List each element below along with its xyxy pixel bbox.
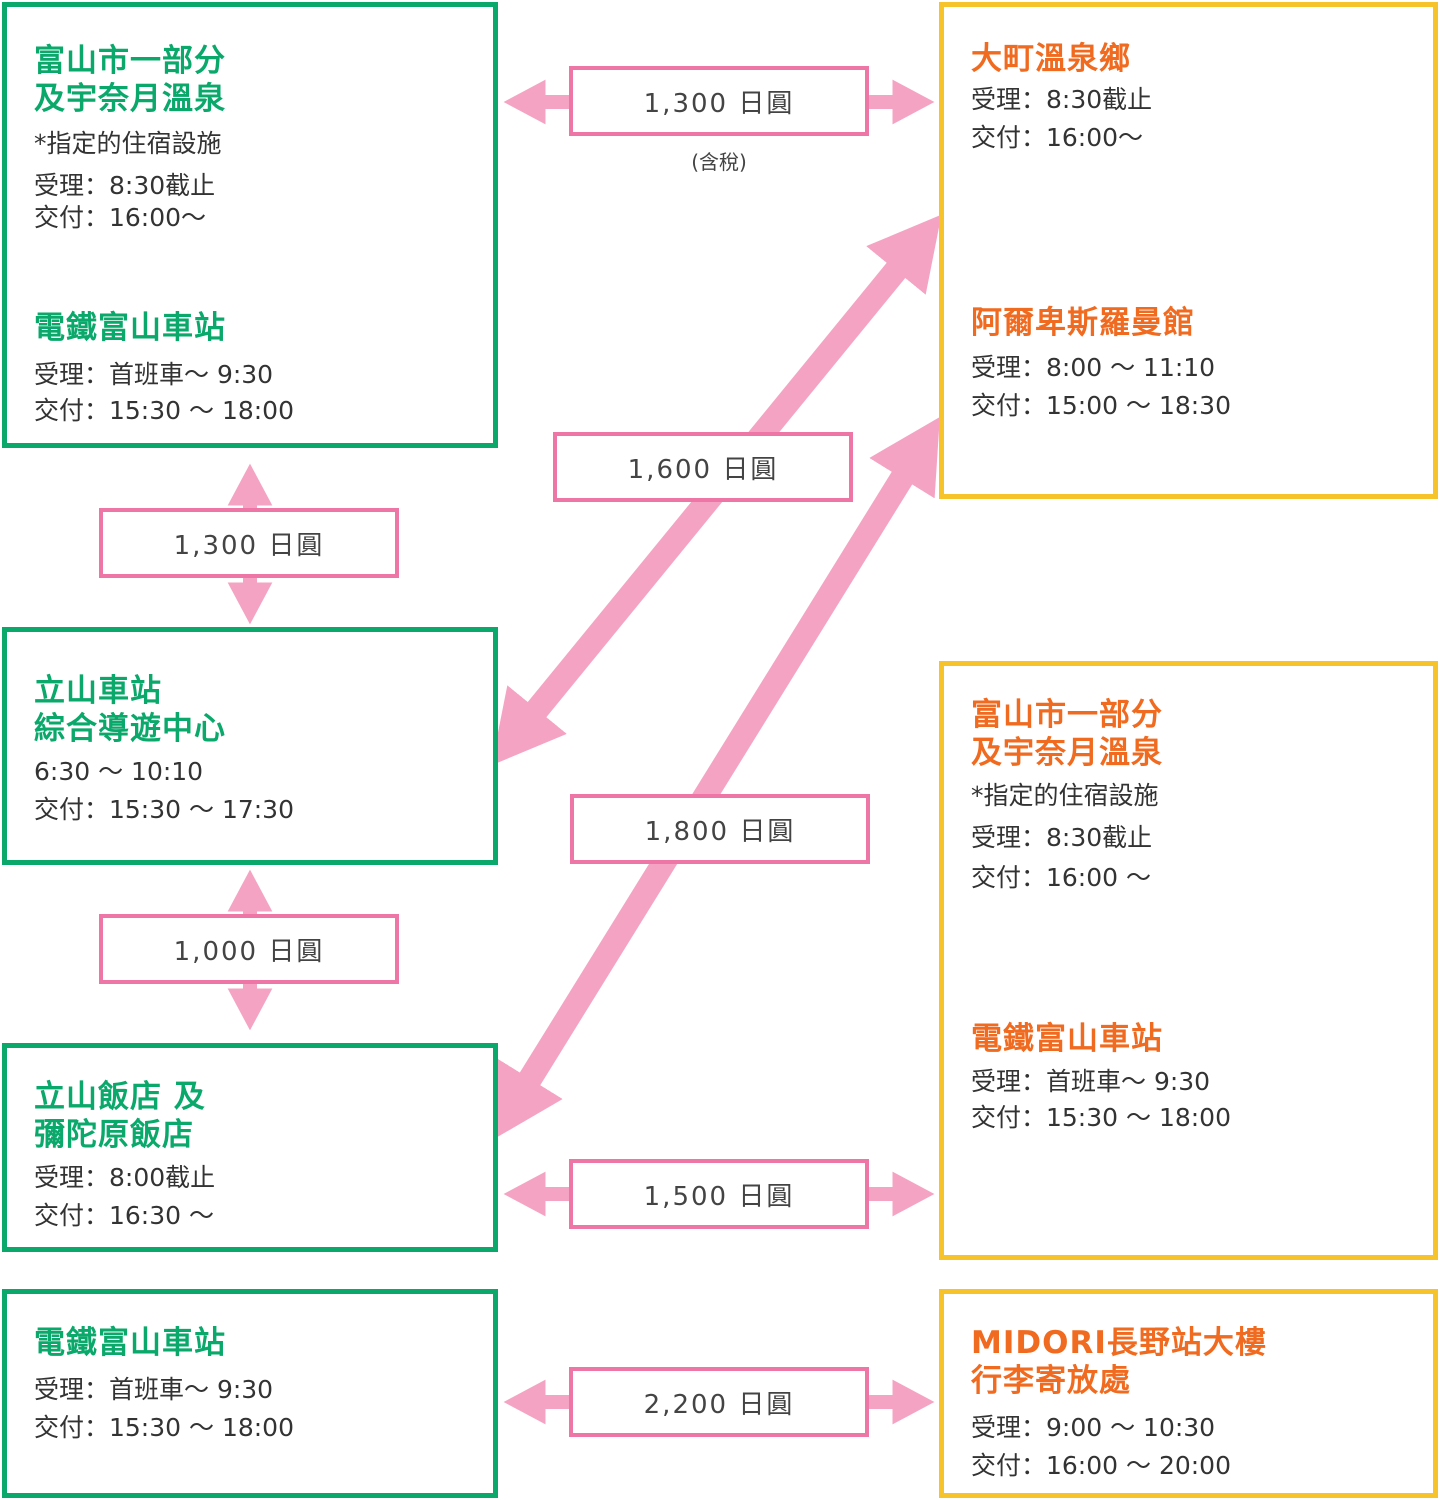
right-box2-section2-title: 電鐵富山車站: [971, 1021, 1163, 1057]
price-top: 1,300 日圓: [569, 66, 869, 136]
left-box3-accept: 受理：8:00截止: [34, 1163, 216, 1192]
left-box2-deliver: 交付：15:30 ～ 17:30: [34, 795, 294, 824]
right-box2-section1-note: *指定的住宿設施: [971, 781, 1159, 810]
left-box4-accept: 受理：首班車～ 9:30: [34, 1375, 274, 1404]
arrow-diagonal-2: [492, 416, 940, 1141]
right-box1-section2-accept: 受理：8:00 ～ 11:10: [971, 353, 1216, 382]
left-box1-section1-note: *指定的住宿設施: [34, 129, 222, 158]
left-box4-deliver: 交付：15:30 ～ 18:00: [34, 1413, 294, 1442]
right-box3-accept: 受理：9:00 ～ 10:30: [971, 1413, 1216, 1442]
left-box-tateyama-hotel: 立山飯店 及 彌陀原飯店 受理：8:00截止 交付：16:30 ～: [2, 1043, 498, 1252]
price-mid: 1,500 日圓: [569, 1159, 869, 1229]
left-box-dentetsu-toyama: 電鐵富山車站 受理：首班車～ 9:30 交付：15:30 ～ 18:00: [2, 1289, 498, 1498]
left-box1-section1-title: 富山市一部分 及宇奈月溫泉: [34, 43, 226, 117]
left-box1-section2-deliver: 交付：15:30 ～ 18:00: [34, 396, 294, 425]
left-box1-section2-accept: 受理：首班車～ 9:30: [34, 360, 274, 389]
left-box4-title: 電鐵富山車站: [34, 1325, 226, 1361]
right-box1-section2-deliver: 交付：15:00 ～ 18:30: [971, 391, 1231, 420]
right-box-toyama-unazuki: 富山市一部分 及宇奈月溫泉 *指定的住宿設施 受理：8:30截止 交付：16:0…: [939, 661, 1438, 1260]
price-diagonal-2: 1,800 日圓: [570, 794, 870, 864]
right-box1-section2-title: 阿爾卑斯羅曼館: [971, 305, 1195, 341]
right-box2-section2-accept: 受理：首班車～ 9:30: [971, 1067, 1211, 1096]
right-box2-section1-accept: 受理：8:30截止: [971, 823, 1153, 852]
right-box1-section1-title: 大町溫泉鄉: [971, 41, 1131, 77]
left-box-toyama-unazuki: 富山市一部分 及宇奈月溫泉 *指定的住宿設施 受理：8:30截止 交付：16:0…: [2, 2, 498, 448]
left-box2-title: 立山車站 綜合導遊中心: [34, 673, 226, 747]
left-box-tateyama-station: 立山車站 綜合導遊中心 6:30 ～ 10:10 交付：15:30 ～ 17:3…: [2, 627, 498, 865]
right-box-omachi-alpine: 大町溫泉鄉 受理：8:30截止 交付：16:00～ 阿爾卑斯羅曼館 受理：8:0…: [939, 2, 1438, 499]
left-box1-section2-title: 電鐵富山車站: [34, 310, 226, 346]
left-box3-deliver: 交付：16:30 ～: [34, 1201, 214, 1230]
left-box1-section1-accept: 受理：8:30截止: [34, 171, 216, 200]
right-box2-section1-deliver: 交付：16:00 ～: [971, 863, 1151, 892]
price-left-1: 1,300 日圓: [99, 508, 399, 578]
left-box1-section1-deliver: 交付：16:00～: [34, 203, 207, 232]
left-box3-title: 立山飯店 及 彌陀原飯店: [34, 1079, 206, 1153]
right-box2-section2-deliver: 交付：15:30 ～ 18:00: [971, 1103, 1231, 1132]
left-box2-accept: 6:30 ～ 10:10: [34, 757, 204, 786]
price-bottom: 2,200 日圓: [569, 1367, 869, 1437]
right-box3-deliver: 交付：16:00 ～ 20:00: [971, 1451, 1231, 1480]
right-box-midori-nagano: MIDORI長野站大樓 行李寄放處 受理：9:00 ～ 10:30 交付：16:…: [939, 1289, 1438, 1498]
right-box1-section1-accept: 受理：8:30截止: [971, 85, 1153, 114]
right-box2-section1-title: 富山市一部分 及宇奈月溫泉: [971, 697, 1163, 771]
right-box1-section1-deliver: 交付：16:00～: [971, 123, 1144, 152]
price-tax-note: (含稅): [691, 150, 747, 174]
right-box3-title: MIDORI長野站大樓 行李寄放處: [971, 1325, 1267, 1399]
price-left-2: 1,000 日圓: [99, 914, 399, 984]
price-diagonal-1: 1,600 日圓: [553, 432, 853, 502]
